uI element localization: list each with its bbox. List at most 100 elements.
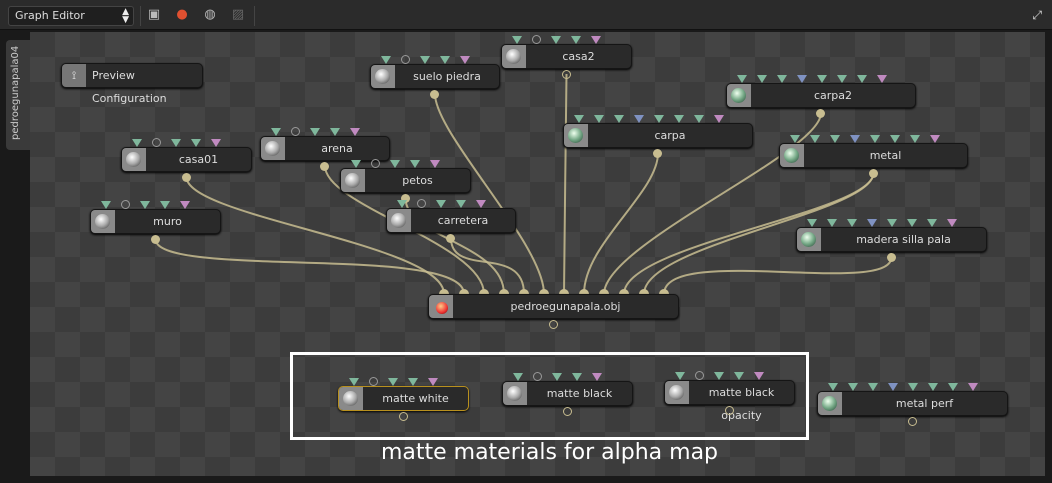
input-port[interactable]	[807, 219, 817, 227]
input-port[interactable]	[191, 139, 201, 147]
input-port[interactable]	[714, 115, 724, 123]
matte-black-node[interactable]: matte black	[502, 372, 633, 416]
input-port[interactable]	[533, 372, 542, 381]
input-port[interactable]	[592, 373, 602, 381]
matte-white-node[interactable]: matte white	[338, 377, 469, 421]
petos-node[interactable]: petos	[340, 159, 471, 203]
metal-node[interactable]: metal	[779, 135, 968, 178]
input-port[interactable]	[350, 128, 360, 136]
pedroegunapala-obj-node[interactable]: pedroegunapala.obj	[428, 294, 679, 329]
output-port[interactable]	[548, 320, 558, 329]
sidebar-tab[interactable]: pedroegunapala04	[6, 40, 30, 150]
input-port[interactable]	[390, 160, 400, 168]
input-port[interactable]	[460, 56, 470, 64]
input-port[interactable]	[160, 201, 170, 209]
input-port[interactable]	[850, 135, 860, 143]
input-port[interactable]	[211, 139, 221, 147]
input-port[interactable]	[790, 135, 800, 143]
input-port[interactable]	[675, 372, 685, 380]
input-port[interactable]	[877, 75, 887, 83]
input-port[interactable]	[907, 219, 917, 227]
suelo-piedra-node[interactable]: suelo piedra	[370, 55, 500, 99]
input-port[interactable]	[927, 219, 937, 227]
input-port[interactable]	[574, 115, 584, 123]
input-port[interactable]	[890, 135, 900, 143]
input-port[interactable]	[408, 378, 418, 386]
output-port[interactable]	[562, 407, 572, 416]
sphere-preview-icon[interactable]: ◍	[204, 7, 216, 22]
input-port[interactable]	[401, 55, 410, 64]
graph-canvas[interactable]: ⟟ Preview Configuration suelo piedra casa…	[30, 32, 1045, 476]
input-port[interactable]	[947, 219, 957, 227]
input-port[interactable]	[734, 372, 744, 380]
output-port[interactable]	[150, 235, 160, 244]
input-port[interactable]	[371, 159, 380, 168]
input-port[interactable]	[777, 75, 787, 83]
input-port[interactable]	[714, 372, 724, 380]
input-port[interactable]	[152, 138, 161, 147]
output-port[interactable]	[561, 70, 571, 79]
input-port[interactable]	[310, 128, 320, 136]
input-port[interactable]	[828, 383, 838, 391]
input-port[interactable]	[512, 36, 522, 44]
input-port[interactable]	[291, 127, 300, 136]
input-port[interactable]	[417, 199, 426, 208]
input-port[interactable]	[532, 35, 541, 44]
output-port[interactable]	[398, 412, 408, 421]
input-port[interactable]	[388, 378, 398, 386]
input-port[interactable]	[887, 219, 897, 227]
input-port[interactable]	[888, 383, 898, 391]
carretera-node[interactable]: carretera	[386, 199, 516, 243]
input-port[interactable]	[867, 219, 877, 227]
output-port[interactable]	[886, 253, 896, 262]
input-port[interactable]	[140, 201, 150, 209]
output-port[interactable]	[653, 149, 662, 158]
input-port[interactable]	[908, 383, 918, 391]
editor-type-select[interactable]: Graph Editor▲▼	[8, 6, 134, 26]
input-port[interactable]	[830, 135, 840, 143]
input-port[interactable]	[614, 115, 624, 123]
input-port[interactable]	[870, 135, 880, 143]
input-port[interactable]	[369, 377, 378, 386]
input-port[interactable]	[910, 135, 920, 143]
output-port[interactable]	[868, 169, 878, 178]
input-port[interactable]	[674, 115, 684, 123]
input-port[interactable]	[430, 160, 440, 168]
output-port[interactable]	[430, 90, 439, 99]
input-port[interactable]	[351, 160, 361, 168]
input-port[interactable]	[572, 373, 582, 381]
input-port[interactable]	[180, 201, 190, 209]
input-port[interactable]	[968, 383, 978, 391]
input-port[interactable]	[397, 200, 407, 208]
input-port[interactable]	[594, 115, 604, 123]
output-port[interactable]	[400, 194, 410, 203]
casa01-node[interactable]: casa01	[121, 138, 252, 182]
input-port[interactable]	[410, 160, 420, 168]
input-port[interactable]	[654, 115, 664, 123]
input-port[interactable]	[810, 135, 820, 143]
arena-node[interactable]: arena	[260, 127, 390, 171]
madera-silla-pala-node[interactable]: madera silla pala	[796, 219, 987, 262]
output-port[interactable]	[320, 162, 329, 171]
input-port[interactable]	[381, 56, 391, 64]
input-port[interactable]	[132, 139, 142, 147]
input-port[interactable]	[837, 75, 847, 83]
output-port[interactable]	[181, 173, 191, 182]
input-port[interactable]	[754, 372, 764, 380]
input-port[interactable]	[827, 219, 837, 227]
input-port[interactable]	[552, 373, 562, 381]
input-port[interactable]	[817, 75, 827, 83]
input-port[interactable]	[591, 36, 601, 44]
input-port[interactable]	[428, 378, 438, 386]
material-preview-icon[interactable]: ●	[176, 7, 188, 22]
input-port[interactable]	[121, 200, 130, 209]
input-port[interactable]	[440, 56, 450, 64]
preview-configuration-node[interactable]: ⟟ Preview Configuration	[61, 63, 203, 105]
carpa-node[interactable]: carpa	[563, 115, 753, 158]
input-port[interactable]	[476, 200, 486, 208]
input-port[interactable]	[695, 371, 704, 380]
input-port[interactable]	[634, 115, 644, 123]
input-port[interactable]	[101, 201, 111, 209]
fullscreen-icon[interactable]: ⤢	[1032, 8, 1042, 22]
carpa2-node[interactable]: carpa2	[726, 75, 916, 118]
